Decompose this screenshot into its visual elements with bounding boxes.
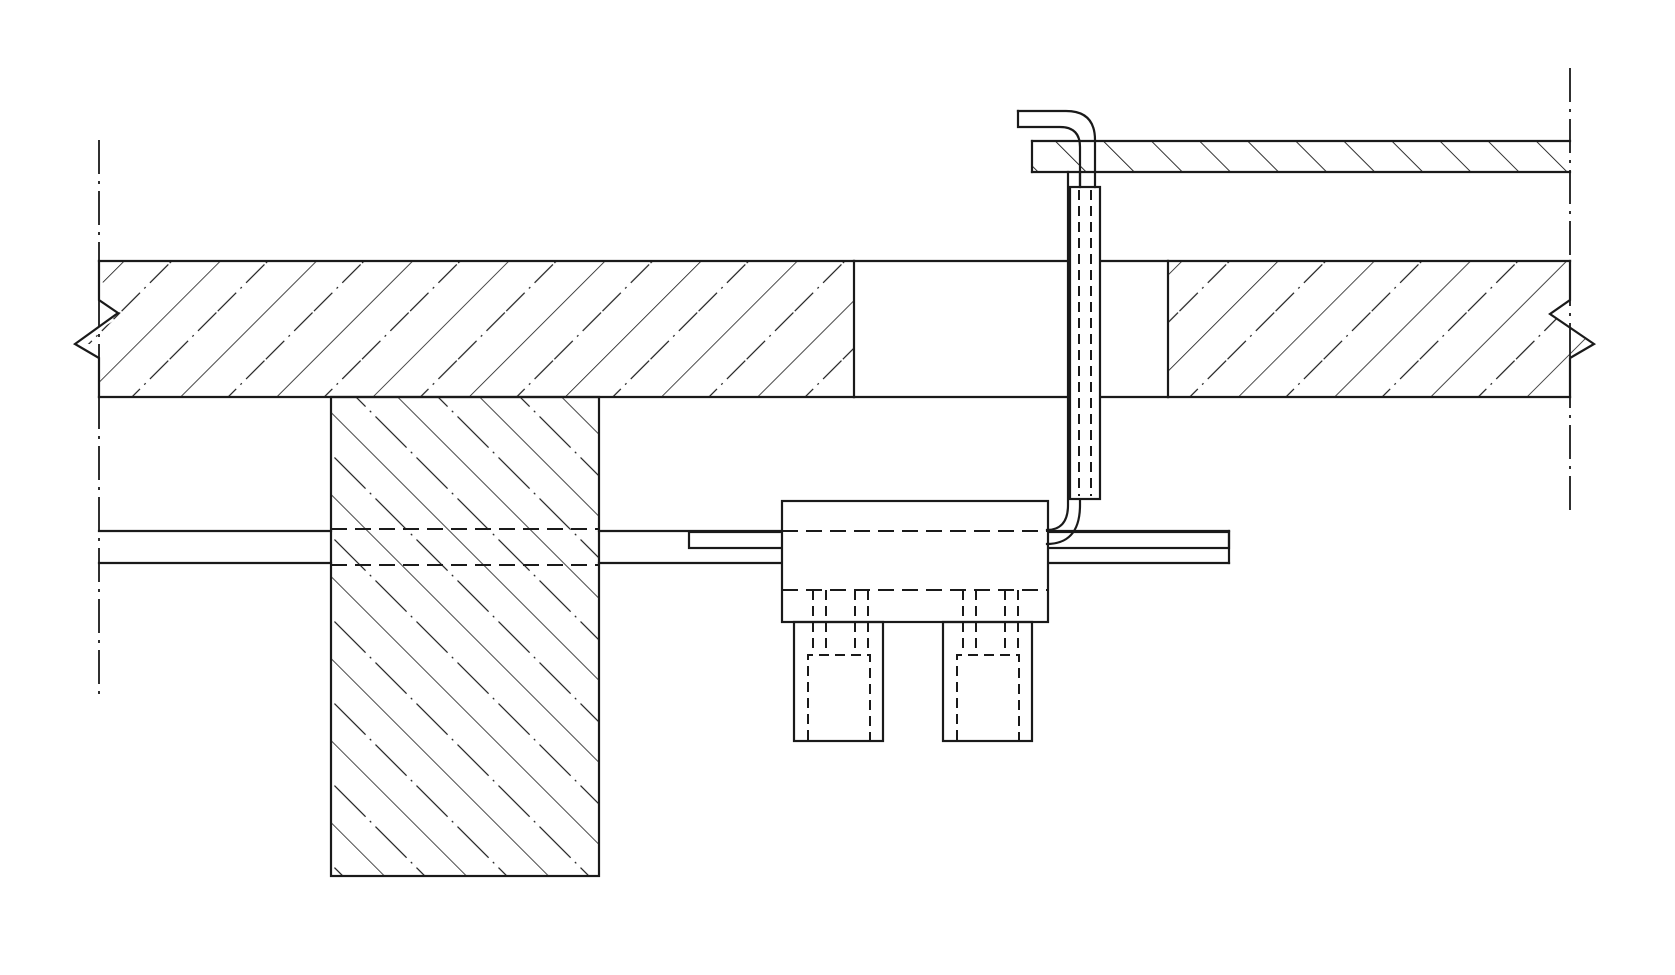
conduit-hook: [1016, 109, 1097, 189]
hatched-plate: [1030, 139, 1572, 174]
conduit-riser: [1045, 170, 1102, 546]
junction-box: [780, 499, 1050, 652]
concrete-slab-right: [1166, 259, 1597, 399]
concrete-beam: [329, 395, 601, 878]
support-pad-left: [792, 620, 885, 743]
support-pad-right: [941, 620, 1034, 743]
slab-opening: [852, 259, 1170, 399]
concrete-slab-left: [72, 259, 856, 399]
pipe-run: [97, 528, 1231, 566]
